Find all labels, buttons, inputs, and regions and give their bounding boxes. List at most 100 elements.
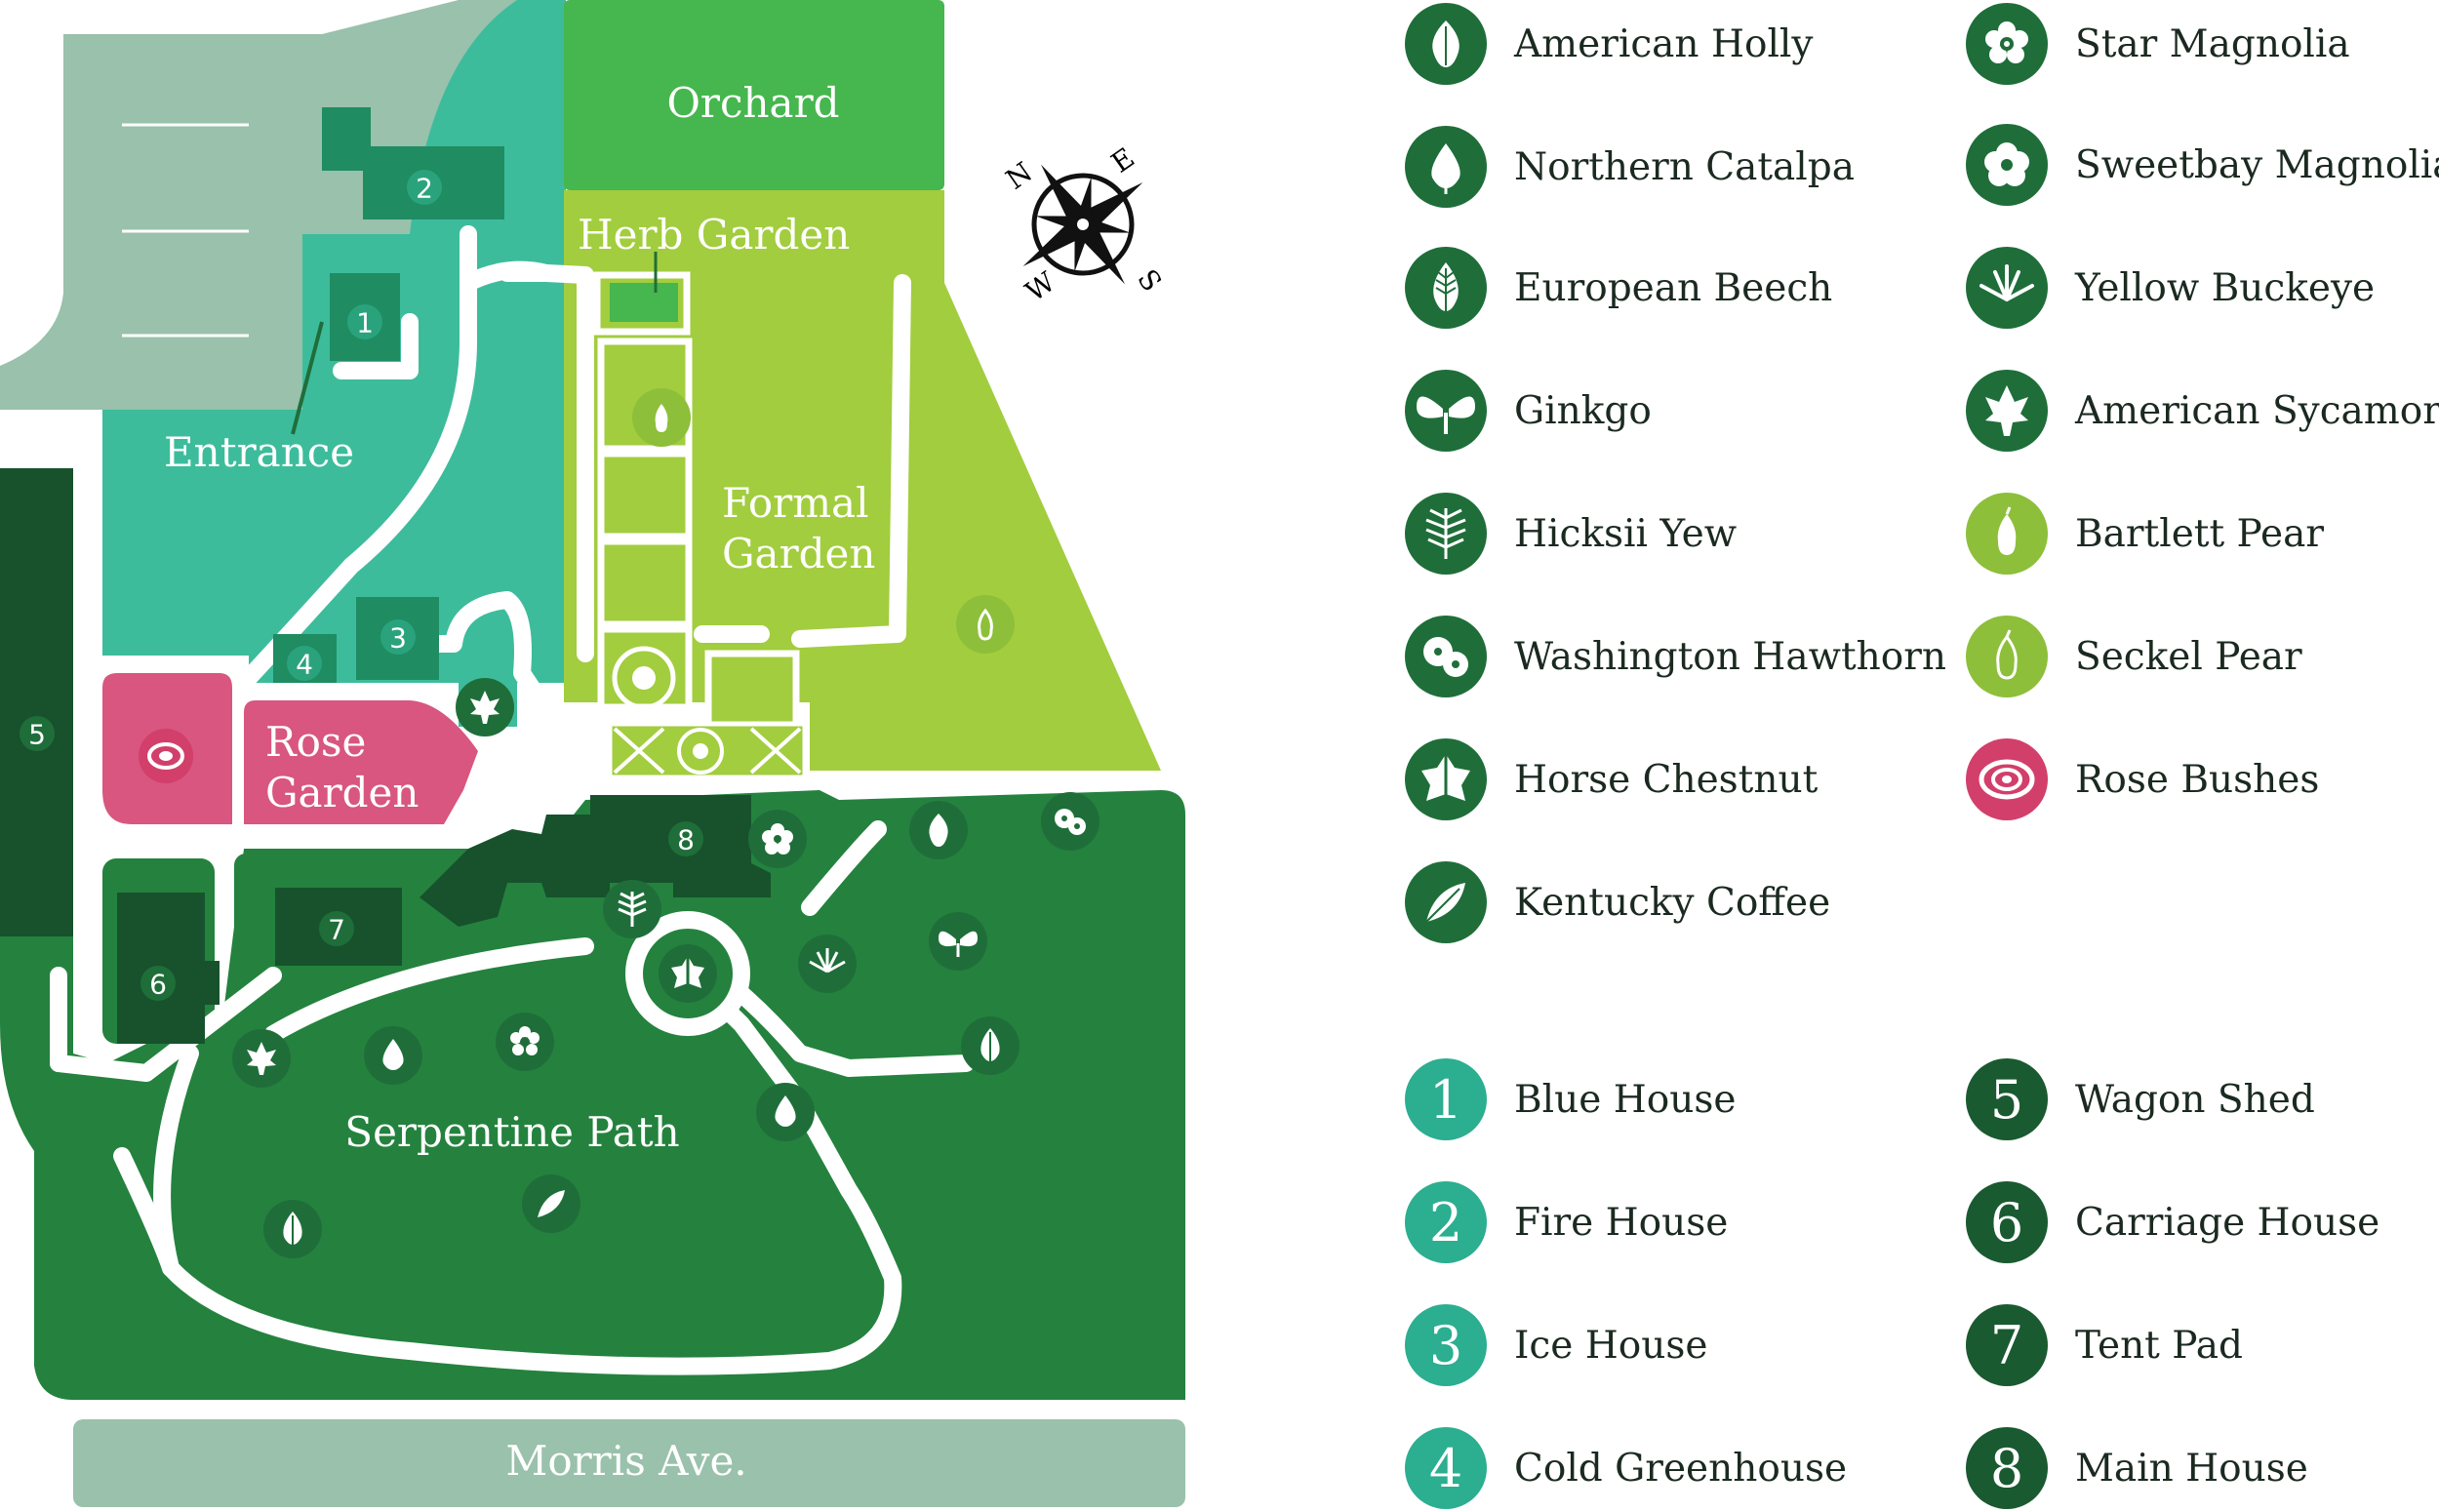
bartlett-pear-icon (1966, 493, 2048, 575)
legend-item-seckel-pear: Seckel Pear (1966, 613, 2302, 700)
legend-label: Sweetbay Magnolia (2075, 142, 2439, 187)
legend-item-ginkgo: Ginkgo (1405, 367, 1652, 455)
bartlett-pear-icon (632, 388, 691, 447)
compass-s: S (1131, 263, 1168, 298)
building-number-badge: 3 (1405, 1304, 1487, 1386)
legend-building-6: 6 Carriage House (1966, 1178, 2379, 1266)
legend-label: Cold Greenhouse (1514, 1446, 1848, 1491)
herb-garden-bed (610, 283, 678, 322)
building-number-markers: 2 1 3 4 5 6 7 8 (20, 170, 703, 1001)
parking-stripes (122, 123, 249, 338)
northern-catalpa-icon (364, 1026, 422, 1085)
legend-building-2: 2 Fire House (1405, 1178, 1728, 1266)
building-number-3: 3 (389, 622, 407, 655)
ginkgo-icon (929, 912, 987, 971)
ginkgo-icon (1405, 370, 1487, 452)
legend-label: Ginkgo (1514, 388, 1652, 433)
legend-building-8: 8 Main House (1966, 1424, 2308, 1512)
tree-markers (139, 388, 1100, 1258)
legend-item-washington-hawthorn: Washington Hawthorn (1405, 613, 1946, 700)
serpentine-path-label: Serpentine Path (344, 1108, 679, 1156)
building-number-badge: 1 (1405, 1058, 1487, 1140)
legend-label: Hicksii Yew (1514, 511, 1738, 556)
legend-item-yellow-buckeye: Yellow Buckeye (1966, 244, 2375, 332)
european-beech-icon (263, 1200, 322, 1258)
star-magnolia-icon (1966, 3, 2048, 85)
sweetbay-magnolia-icon (1966, 124, 2048, 206)
star-magnolia-icon (496, 1013, 554, 1071)
orchard-label: Orchard (666, 79, 839, 127)
horse-chestnut-icon (1405, 738, 1487, 820)
paths (50, 225, 975, 1375)
rose-garden-label-2: Garden (265, 769, 419, 816)
legend-item-sweetbay-magnolia: Sweetbay Magnolia (1966, 121, 2439, 209)
legend-label: Tent Pad (2075, 1323, 2243, 1368)
washington-hawthorn-icon (1041, 792, 1100, 851)
rose-bushes-icon (139, 729, 193, 783)
compass-w: W (1020, 265, 1061, 308)
legend-item-bartlett-pear: Bartlett Pear (1966, 490, 2324, 577)
legend-item-rose-bushes: Rose Bushes (1966, 736, 2319, 823)
orchard-area (564, 0, 944, 190)
legend-item-horse-chestnut: Horse Chestnut (1405, 736, 1818, 823)
morris-ave-label: Morris Ave. (505, 1437, 746, 1485)
herb-garden-label: Herb Garden (578, 211, 850, 259)
building-number-badge: 2 (1405, 1181, 1487, 1263)
main-house-terrace (607, 646, 808, 780)
rose-garden-right (244, 700, 478, 824)
european-beech-icon (961, 1016, 1020, 1075)
morris-ave-street (73, 1419, 1185, 1507)
building-number-badge: 8 (1966, 1427, 2048, 1509)
entrance-label: Entrance (164, 428, 354, 476)
compass-e: E (1105, 141, 1140, 179)
legend-building-3: 3 Ice House (1405, 1301, 1707, 1389)
building-number-8: 8 (677, 824, 695, 856)
legend-label: Carriage House (2075, 1200, 2380, 1245)
washington-hawthorn-icon (1405, 616, 1487, 697)
legend-label: Blue House (1514, 1077, 1737, 1122)
rose-garden-label-1: Rose (265, 718, 366, 766)
legend-label: Yellow Buckeye (2075, 265, 2376, 310)
legend-item-american-sycamore: American Sycamore (1966, 367, 2439, 455)
compass-n: N (1000, 156, 1038, 196)
legend-label: Washington Hawthorn (1514, 634, 1946, 679)
building-number-1: 1 (356, 307, 374, 339)
legend: American Holly Northern Catalpa European… (1395, 0, 2439, 1509)
yellow-buckeye-icon (1966, 247, 2048, 329)
legend-building-1: 1 Blue House (1405, 1055, 1736, 1143)
legend-label: American Sycamore (2075, 388, 2439, 433)
sweetbay-magnolia-icon (748, 810, 807, 868)
legend-item-hicksii-yew: Hicksii Yew (1405, 490, 1737, 577)
legend-item-european-beech: European Beech (1405, 244, 1832, 332)
building-number-2: 2 (416, 173, 433, 205)
legend-building-5: 5 Wagon Shed (1966, 1055, 2315, 1143)
legend-label: Northern Catalpa (1514, 144, 1855, 189)
american-holly-icon (1405, 3, 1487, 85)
building-number-badge: 7 (1966, 1304, 2048, 1386)
legend-label: Wagon Shed (2075, 1077, 2315, 1122)
building-number-6: 6 (149, 969, 167, 1001)
building-number-5: 5 (28, 719, 46, 751)
horse-chestnut-icon (659, 944, 717, 1003)
european-beech-icon (1405, 247, 1487, 329)
hicksii-yew-icon (603, 880, 661, 938)
legend-label: Rose Bushes (2075, 757, 2320, 802)
seckel-pear-icon (956, 595, 1015, 654)
formal-garden-label-1: Formal (722, 479, 869, 527)
legend-building-7: 7 Tent Pad (1966, 1301, 2243, 1389)
american-sycamore-icon (456, 678, 514, 736)
american-sycamore-icon (1966, 370, 2048, 452)
kentucky-coffee-icon (1405, 861, 1487, 943)
legend-label: Ice House (1514, 1323, 1708, 1368)
building-number-badge: 4 (1405, 1427, 1487, 1509)
building-number-7: 7 (328, 914, 345, 946)
legend-item-star-magnolia: Star Magnolia (1966, 0, 2350, 88)
legend-label: Horse Chestnut (1514, 757, 1819, 802)
legend-label: Seckel Pear (2075, 634, 2302, 679)
american-sycamore-icon (232, 1029, 291, 1088)
kentucky-coffee-icon (522, 1174, 580, 1233)
compass-rose (1022, 164, 1143, 285)
legend-label: Kentucky Coffee (1514, 880, 1831, 925)
legend-building-4: 4 Cold Greenhouse (1405, 1424, 1847, 1512)
